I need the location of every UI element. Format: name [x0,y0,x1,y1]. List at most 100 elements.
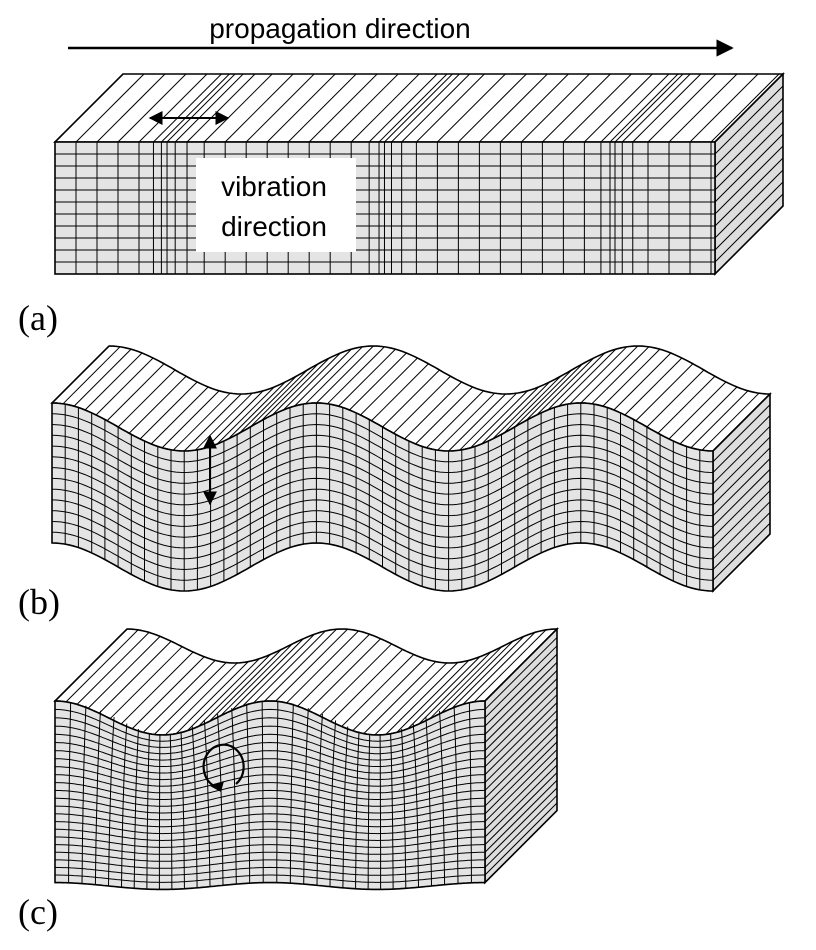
c-top-grid-line [275,628,348,702]
panel-a-top-grid-line [368,73,438,143]
panel-a-top-grid-line [632,73,702,143]
c-front-row-line [55,805,485,821]
vibration-label-line1: vibration [221,171,327,202]
panel-a-side-grid-line [714,109,784,179]
b-top-grid-line [271,357,330,416]
panel-b-transverse-wave: (b) [18,345,772,622]
b-top-grid-line [646,369,705,428]
c-top-grid-line [297,633,370,707]
c-front-column-line [367,734,371,890]
c-front-column-line [316,713,323,886]
c-front-column-line [94,710,101,885]
panel-a-top-grid-line [614,73,684,143]
c-front-column-line [169,734,173,890]
c-front-row-line [55,836,485,848]
c-side-grid-line [484,756,558,830]
b-top-grid-line [216,386,275,445]
b-front-outline [51,402,714,592]
c-top-grid-line [341,654,415,727]
b-top-grid-line [470,390,528,449]
propagation-direction-label: propagation direction [209,13,471,44]
c-side-grid-line [484,702,558,776]
b-top-grid-line [679,386,738,445]
panel-a-top-grid-line [542,73,611,143]
b-top-grid-line [282,352,341,411]
b-side-grid-line [712,490,771,549]
c-top-grid-line [330,649,403,722]
panel-a-side-grid-line [714,145,784,215]
c-side-grid-line [484,733,558,807]
panel-a-side-grid-line [714,181,784,251]
c-side-grid-line [484,772,558,845]
c-top-grid-line [319,643,392,717]
panel-a-side-grid-line [714,85,784,155]
panel-a-top-grid-line [174,73,244,143]
c-front-column-line [217,713,224,886]
c-side-grid-line [484,764,558,838]
c-side-grid-line [484,710,558,783]
panel-a-side-grid-line [714,157,784,227]
c-side-grid-line [484,670,558,743]
c-side-grid-line [484,749,558,822]
c-front-row-line [54,725,486,755]
c-front-column-line [329,720,337,887]
b-top-grid-line [117,369,176,428]
c-front-column-line [231,708,237,885]
b-side-grid-line [712,425,771,484]
c-front-row-line [55,844,485,855]
c-front-column-line [68,702,72,883]
b-top-grid-line [657,375,716,434]
b-top-grid-line [415,386,473,445]
c-front-row-line [54,774,486,794]
c-side-grid-line [484,645,558,719]
b-side-grid-line [712,436,771,495]
c-top-grid-line [286,630,359,704]
vibration-label-box [196,158,356,252]
panel-a-top-grid-line [203,73,273,143]
panel-c-surface-wave: (c) [18,627,560,932]
c-front-column-line [425,717,432,886]
panel-a-top-grid-line [378,73,448,143]
c-top-grid-line [385,662,459,735]
c-front-column-line [158,734,161,890]
panel-a-top-grid-line [416,73,485,143]
c-top-grid-line [242,633,315,707]
c-top-grid-line [142,660,216,733]
c-front-outline [54,700,486,891]
panel-a-top-grid-line [437,73,506,143]
b-top-grid-line [690,390,749,449]
c-front-column-line [342,726,349,888]
b-side-grid-line [712,404,771,463]
b-top-grid-line [382,369,440,428]
b-side-grid-line [712,469,771,527]
panel-a-top-grid-line [329,73,399,143]
panel-a-top-grid-line [600,73,670,143]
b-top-grid-line [73,348,132,407]
b-top-grid-line [150,386,209,445]
c-front-row-line [54,741,486,767]
b-side-grid-line [712,522,771,581]
b-top-grid-line [635,363,694,422]
panel-a-top-grid-line [647,73,717,143]
b-top-grid-line [371,363,429,422]
b-top-grid-line [547,352,606,411]
panel-a-top-grid-line [186,73,256,143]
b-top-grid-line [349,352,407,411]
b-top-grid-line [249,369,308,428]
c-top-grid-line [153,662,227,735]
panel-a-top-grid-line [96,73,166,143]
c-front-row-line [54,733,486,761]
c-front-row-line [54,813,486,828]
c-front-row-line [54,750,486,774]
c-side-grid-line [484,694,558,768]
c-front-column-line [180,731,185,889]
c-top-grid-line [120,651,194,725]
panel-a-side-grid-line [714,133,784,203]
c-front-column-line [303,708,309,885]
b-top-grid-line [580,345,639,404]
b-top-grid-line [260,363,319,422]
c-front-column-line [355,731,360,889]
c-front-row-line [55,874,485,883]
c-front-row-line [55,797,485,814]
